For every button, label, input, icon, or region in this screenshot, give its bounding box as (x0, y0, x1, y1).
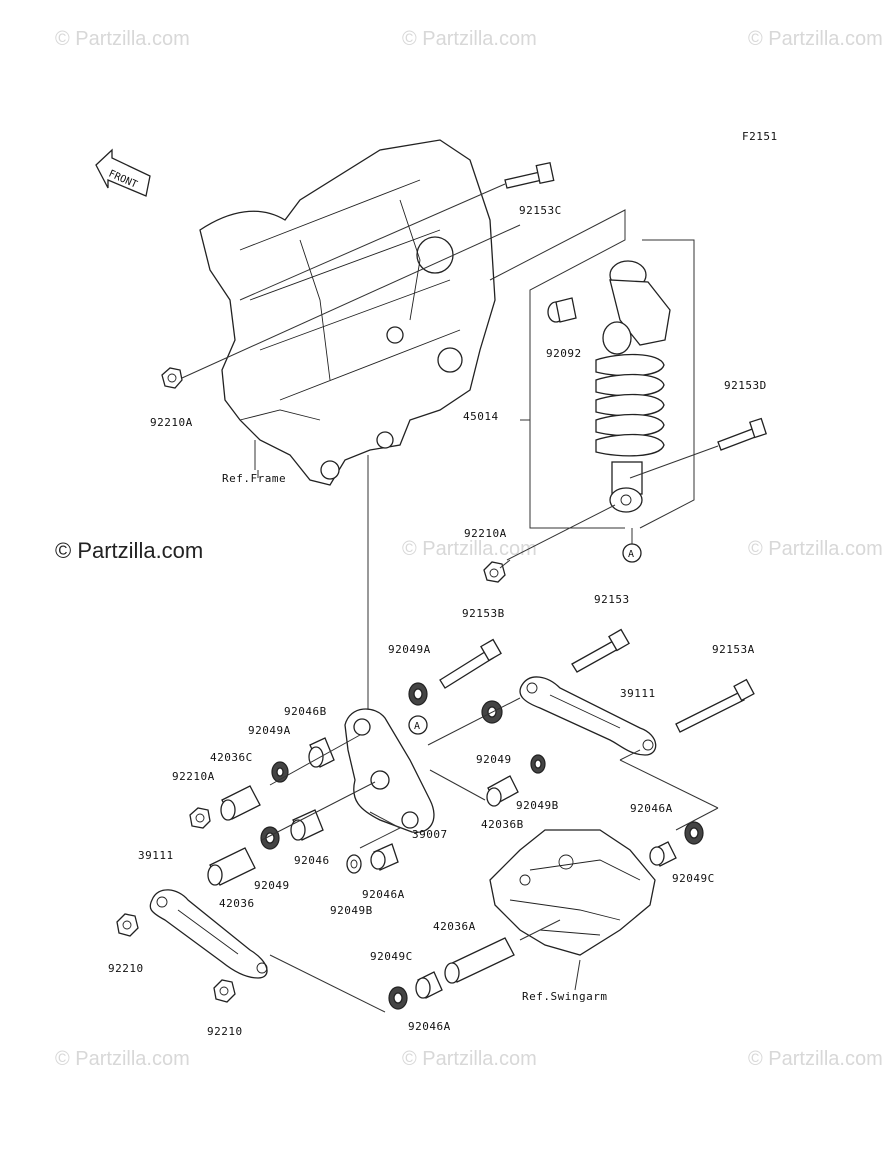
label-92153a: 92153A (712, 643, 755, 656)
watermark: © Partzilla.com (402, 28, 537, 50)
callout-circle-a-top (622, 543, 642, 563)
label-92046: 92046 (294, 854, 330, 867)
washer-92049a-top (408, 682, 428, 706)
bracket-45014 (489, 209, 695, 561)
washer-92049b-low (346, 854, 362, 874)
sleeve-92046a-low (415, 971, 443, 999)
label-92153b: 92153B (462, 607, 505, 620)
label-92210a-low: 92210A (172, 770, 215, 783)
label-45014: 45014 (463, 410, 499, 423)
sleeve-92046 (290, 809, 324, 841)
bolt-92153c (239, 161, 555, 301)
label-92210a-mid: 92210A (464, 527, 507, 540)
label-92046a-right: 92046A (630, 802, 673, 815)
nut-92210a-mid (483, 561, 506, 583)
label-39111-top: 39111 (620, 687, 656, 700)
label-92049b-low: 92049B (330, 904, 373, 917)
watermark-main: © Partzilla.com (55, 538, 204, 563)
label-42036: 42036 (219, 897, 255, 910)
nut-92210-low (213, 979, 236, 1003)
rocker-39007 (344, 708, 435, 833)
label-42036c: 42036C (210, 751, 253, 764)
collar-92092 (547, 297, 577, 323)
label-92046b: 92046B (284, 705, 327, 718)
sleeve-92046a-mid (370, 843, 399, 871)
sleeve-92046b (308, 737, 335, 768)
sleeve-92046a-right (649, 841, 677, 867)
nut-92210-top (116, 913, 139, 937)
label-42036a: 42036A (433, 920, 476, 933)
watermark: © Partzilla.com (402, 1048, 537, 1070)
label-ref-swingarm: Ref.Swingarm (522, 990, 608, 1003)
label-92210-top: 92210 (108, 962, 144, 975)
watermark: © Partzilla.com (402, 538, 537, 560)
nut-92210a-low (189, 807, 211, 829)
label-92049c-low: 92049C (370, 950, 413, 963)
nut-92210a-top (161, 224, 521, 389)
label-42036b: 42036B (481, 818, 524, 831)
watermark: © Partzilla.com (748, 538, 883, 560)
washer-92049c-low (388, 986, 408, 1010)
collar-42036 (207, 847, 256, 886)
label-92153c: 92153C (519, 204, 562, 217)
label-ref-frame: Ref.Frame (222, 472, 287, 485)
label-92046a-mid: 92046A (362, 888, 405, 901)
watermark: © Partzilla.com (55, 28, 190, 50)
callout-letter-a-mid: A (414, 721, 420, 732)
bolt-92153a (675, 678, 755, 733)
washer-92049b-right (530, 754, 546, 774)
frame-outline (199, 139, 496, 486)
label-92049c-right: 92049C (672, 872, 715, 885)
watermark: © Partzilla.com (748, 28, 883, 50)
label-92049a-left: 92049A (248, 724, 291, 737)
label-92046a-low: 92046A (408, 1020, 451, 1033)
callout-letter-a-top: A (628, 549, 634, 560)
collar-42036a (444, 937, 515, 984)
label-92049-low: 92049 (254, 879, 290, 892)
bolt-92153 (571, 628, 630, 673)
label-92049a-top: 92049A (388, 643, 431, 656)
link-39111-left (149, 889, 268, 979)
label-92153d: 92153D (724, 379, 767, 392)
watermark: © Partzilla.com (55, 1048, 190, 1070)
callout-circle-a-mid (408, 715, 428, 735)
label-92153: 92153 (594, 593, 630, 606)
label-92092: 92092 (546, 347, 582, 360)
collar-42036c (220, 785, 261, 821)
link-39111-top (519, 676, 657, 756)
front-arrow-icon: FRONT (95, 148, 151, 197)
label-39111-left: 39111 (138, 849, 174, 862)
figure-code: F2151 (742, 130, 778, 143)
leader-lines (254, 440, 719, 1013)
watermark: © Partzilla.com (748, 1048, 883, 1070)
label-92210-low: 92210 (207, 1025, 243, 1038)
swingarm-outline (489, 829, 656, 956)
label-92210a-top: 92210A (150, 416, 193, 429)
label-92049: 92049 (476, 753, 512, 766)
bolt-92153d (629, 417, 767, 479)
label-39007: 39007 (412, 828, 448, 841)
washer-92049-low (260, 826, 280, 850)
shock-absorber (595, 260, 671, 513)
washer-92049c-right (684, 821, 704, 845)
label-92049b-right: 92049B (516, 799, 559, 812)
collar-42036b (486, 775, 519, 807)
bolt-92153b (439, 638, 502, 689)
